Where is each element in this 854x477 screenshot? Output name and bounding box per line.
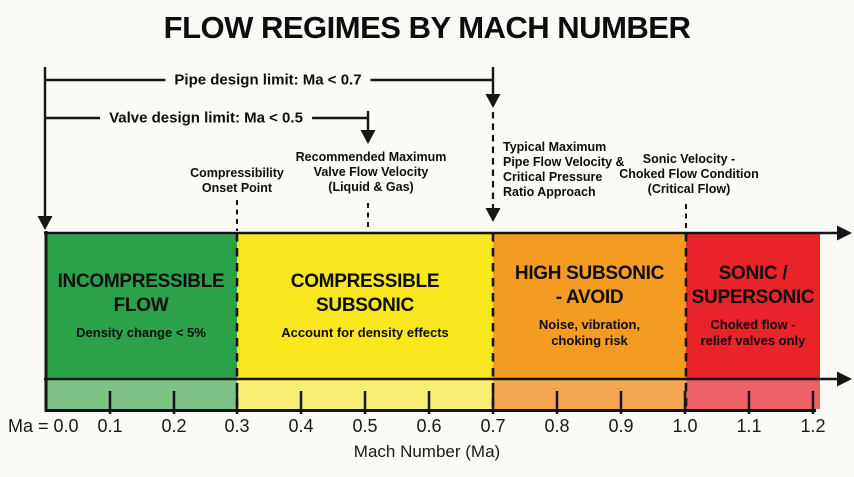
band-sonic-subtitle: Choked flow - relief valves only	[700, 317, 806, 348]
axis-tick-label: 1.0	[672, 416, 698, 436]
axis-tick-label: 0.9	[608, 416, 634, 436]
arrowhead-valve-down	[360, 130, 376, 144]
axis-tick-label: 1.1	[736, 416, 762, 436]
compressibility-onset-label: Compressibility Onset Point	[190, 166, 284, 195]
arrowhead-mid-right	[837, 371, 852, 387]
band-incompressible-subtitle: Density change < 5%	[76, 325, 206, 340]
axis-label-ma-0: Ma = 0.0	[8, 416, 79, 436]
axis-tick-label: 0.5	[352, 416, 378, 436]
band-compressible-subsonic: COMPRESSIBLE SUBSONIC Account for densit…	[237, 233, 493, 378]
axis-caption: Mach Number (Ma)	[353, 442, 501, 461]
axis-tick-label: 0.1	[97, 416, 123, 436]
arrowhead-pipe-down	[485, 94, 501, 108]
arrowhead-top-right	[837, 225, 852, 241]
band-sonic-title: SONIC / SUPERSONIC	[691, 263, 815, 308]
band-high-subsonic-title: HIGH SUBSONIC - AVOID	[514, 263, 665, 308]
typical-max-pipe-label: Typical Maximum Pipe Flow Velocity & Cri…	[503, 140, 625, 199]
axis-tick-label: 0.2	[161, 416, 187, 436]
pipe-limit-label: Pipe design limit: Ma < 0.7	[165, 71, 371, 89]
lightband-compressible	[237, 380, 493, 409]
axis-tick-label: 0.3	[224, 416, 250, 436]
band-incompressible-title: INCOMPRESSIBLE FLOW	[57, 271, 225, 316]
band-incompressible: INCOMPRESSIBLE FLOW Density change < 5%	[45, 233, 237, 378]
arrowhead-pipe-dashed-down	[485, 208, 501, 222]
axis-tick-label: 0.8	[544, 416, 570, 436]
axis-tick-label: 0.7	[480, 416, 506, 436]
axis-tick-label: 0.6	[416, 416, 442, 436]
axis-tick-label: 1.2	[800, 416, 826, 436]
page-title: FLOW REGIMES BY MACH NUMBER	[163, 10, 691, 45]
band-compressible-title: COMPRESSIBLE SUBSONIC	[290, 271, 440, 316]
band-high-subsonic: HIGH SUBSONIC - AVOID Noise, vibration, …	[493, 233, 686, 378]
band-high-subsonic-subtitle: Noise, vibration, choking risk	[538, 317, 641, 348]
band-compressible-subtitle: Account for density effects	[281, 325, 449, 340]
arrowhead-left-down	[37, 216, 53, 230]
lightband-incompressible	[45, 380, 237, 409]
lightband-sonic	[686, 380, 820, 409]
valve-limit-label: Valve design limit: Ma < 0.5	[100, 109, 312, 127]
sonic-velocity-label: Sonic Velocity - Choked Flow Condition (…	[619, 152, 759, 196]
axis-tick-label: 0.4	[288, 416, 314, 436]
lightband-high-subsonic	[493, 380, 686, 409]
recommended-max-valve-label: Recommended Maximum Valve Flow Velocity …	[295, 150, 447, 194]
band-sonic-supersonic: SONIC / SUPERSONIC Choked flow - relief …	[686, 233, 820, 378]
